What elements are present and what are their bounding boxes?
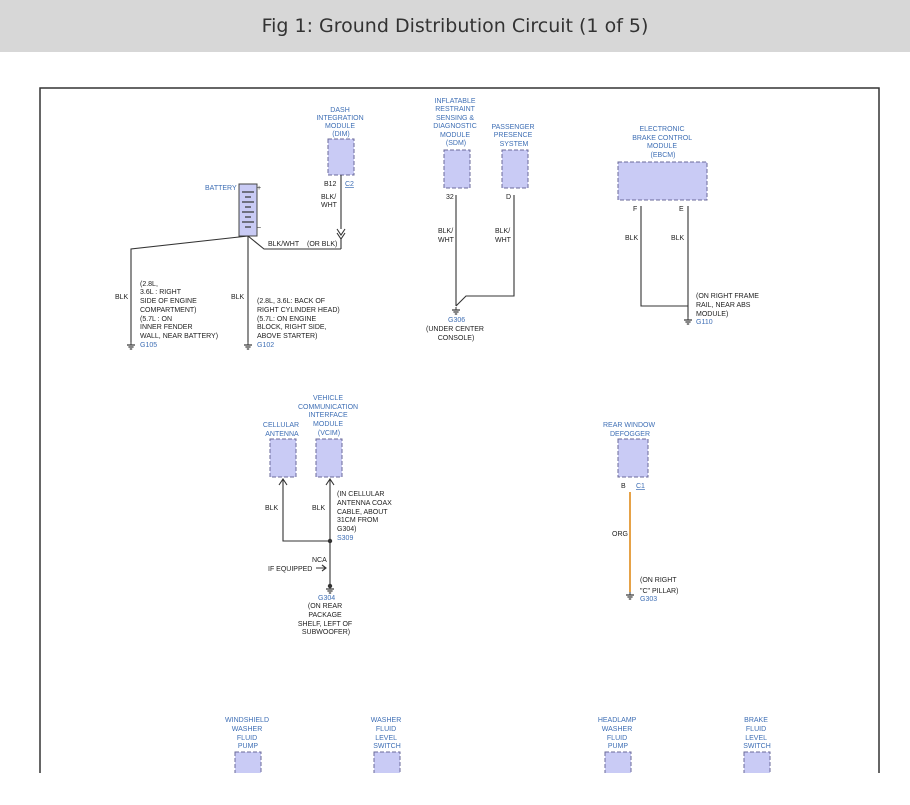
if-equipped-arrow bbox=[316, 564, 327, 572]
svg-text:−: − bbox=[257, 225, 261, 232]
svg-text:+: + bbox=[257, 185, 261, 192]
windshield-washer-pump: WINDSHIELD WASHER FLUID PUMP bbox=[225, 717, 271, 783]
s309-id: S309 bbox=[337, 535, 353, 542]
pps-label: PASSENGER PRESENCE SYSTEM bbox=[491, 124, 536, 148]
sdm-box bbox=[443, 149, 471, 189]
brake-fluid-level-switch: BRAKE FLUID LEVEL SWITCH bbox=[743, 717, 771, 783]
ground-g102: BLK (2.8L, 3.6L: BACK OF RIGHT CYLINDER … bbox=[231, 294, 342, 350]
g105-wire-color: BLK bbox=[115, 294, 129, 301]
g105-id: G105 bbox=[140, 342, 157, 349]
ebcm-pin-f: F bbox=[633, 206, 637, 213]
cellular-wire bbox=[278, 478, 330, 542]
ebcm-module: ELECTRONIC BRAKE CONTROL MODULE (EBCM) F… bbox=[617, 126, 708, 317]
rwd-label: REAR WINDOW DEFOGGER bbox=[603, 422, 657, 438]
g110-id: G110 bbox=[696, 319, 713, 326]
sdm-label: INFLATABLE RESTRAINT SENSING & DIAGNOSTI… bbox=[433, 98, 479, 147]
pps-module: PASSENGER PRESENCE SYSTEM D BLK/ WHT bbox=[455, 124, 536, 307]
rear-window-defogger: REAR WINDOW DEFOGGER B C1 ORG bbox=[603, 422, 657, 592]
washer-fluid-level-switch: WASHER FLUID LEVEL SWITCH bbox=[371, 717, 403, 783]
battery-wire-alt: (OR BLK) bbox=[307, 241, 337, 248]
g303-id: G303 bbox=[640, 596, 657, 603]
diagram-frame bbox=[39, 87, 880, 789]
s309-location: (IN CELLULAR ANTENNA COAX CABLE, ABOUT 3… bbox=[337, 491, 394, 533]
dim-box bbox=[327, 138, 355, 176]
battery: BATTERY + − BLK/WHT (OR BLK) bbox=[130, 183, 341, 342]
g110-location: (ON RIGHT FRAME RAIL, NEAR ABS MODULE) bbox=[696, 293, 761, 318]
dim-wire bbox=[336, 175, 346, 249]
svg-text:WINDSHIELD WASHER: WINDSHIELD WASHER FLUID PUMP bbox=[225, 717, 271, 750]
cellular-box bbox=[269, 438, 297, 478]
pps-box bbox=[501, 149, 529, 189]
vcim-wire-color: BLK bbox=[312, 505, 326, 512]
g102-wire-color: BLK bbox=[231, 294, 245, 301]
vcim-box bbox=[315, 438, 343, 478]
cellular-label: CELLULAR ANTENNA bbox=[263, 422, 301, 438]
sdm-wire-color: BLK/ WHT bbox=[438, 228, 455, 244]
ground-g105: BLK (2.8L, 3.6L : RIGHT SIDE OF ENGINE C… bbox=[115, 281, 218, 350]
s309-splice bbox=[327, 538, 333, 544]
pps-wire-color: BLK/ WHT bbox=[495, 228, 512, 244]
ebcm-f-wire-color: BLK bbox=[625, 235, 639, 242]
svg-text:HEADLAMP WASHER FL: HEADLAMP WASHER FLUID PUMP bbox=[598, 717, 638, 750]
ebcm-box bbox=[617, 161, 708, 201]
figure-header: Fig 1: Ground Distribution Circuit (1 of… bbox=[0, 0, 910, 52]
g304-id: G304 bbox=[318, 595, 335, 602]
rwd-connector: C1 bbox=[636, 483, 645, 490]
nca-label: NCA bbox=[312, 557, 327, 564]
battery-wire-color: BLK/WHT bbox=[268, 241, 300, 248]
ground-g303: (ON RIGHT "C" PILLAR) G303 bbox=[625, 577, 678, 603]
rwd-pin: B bbox=[621, 483, 626, 490]
vcim-module: VEHICLE COMMUNICATION INTERFACE MODULE (… bbox=[298, 395, 360, 585]
rwd-box bbox=[617, 438, 649, 478]
cellular-wire-color: BLK bbox=[265, 505, 279, 512]
dim-label: DASH INTEGRATION MODULE (DIM) bbox=[316, 107, 365, 138]
vcim-wire bbox=[325, 478, 335, 585]
ground-g306: G306 (UNDER CENTER CONSOLE) bbox=[426, 306, 486, 342]
svg-text:WASHER FLUID LEVEL: WASHER FLUID LEVEL SWITCH bbox=[371, 717, 403, 750]
g306-location: (UNDER CENTER CONSOLE) bbox=[426, 326, 486, 342]
ebcm-e-wire-color: BLK bbox=[671, 235, 685, 242]
ebcm-wires bbox=[640, 206, 689, 317]
nca-note: NCA IF EQUIPPED bbox=[268, 557, 327, 573]
ebcm-pin-e: E bbox=[679, 206, 684, 213]
ebcm-label: ELECTRONIC BRAKE CONTROL MODULE (EBCM) bbox=[632, 126, 694, 159]
figure-title: Fig 1: Ground Distribution Circuit (1 of… bbox=[261, 15, 649, 37]
g102-id: G102 bbox=[257, 342, 274, 349]
crop-mask bbox=[0, 773, 910, 805]
dim-wire-color: BLK/ WHT bbox=[321, 194, 338, 209]
g306-id: G306 bbox=[448, 317, 465, 324]
rwd-wire-color: ORG bbox=[612, 531, 628, 538]
headlamp-washer-pump: HEADLAMP WASHER FLUID PUMP bbox=[598, 717, 638, 783]
ground-g110: (ON RIGHT FRAME RAIL, NEAR ABS MODULE) G… bbox=[683, 293, 761, 326]
g304-location: (ON REAR PACKAGE SHELF, LEFT OF SUBWOOFE… bbox=[298, 603, 354, 636]
battery-label: BATTERY bbox=[205, 185, 237, 192]
svg-text:BRAKE FLUID LEVEL: BRAKE FLUID LEVEL SWITCH bbox=[743, 717, 771, 750]
cellular-antenna: CELLULAR ANTENNA BLK bbox=[263, 422, 330, 542]
vcim-label: VEHICLE COMMUNICATION INTERFACE MODULE (… bbox=[298, 395, 360, 437]
g303-location: (ON RIGHT "C" PILLAR) bbox=[640, 577, 678, 595]
if-equipped-label: IF EQUIPPED bbox=[268, 566, 312, 573]
g102-location: (2.8L, 3.6L: BACK OF RIGHT CYLINDER HEAD… bbox=[257, 298, 342, 340]
pps-pin: D bbox=[506, 194, 511, 201]
dim-pin: B12 bbox=[324, 181, 337, 188]
sdm-pin: 32 bbox=[446, 194, 454, 201]
g105-location: (2.8L, 3.6L : RIGHT SIDE OF ENGINE COMPA… bbox=[140, 281, 218, 340]
dim-connector: C2 bbox=[345, 181, 354, 188]
ground-g304: G304 (ON REAR PACKAGE SHELF, LEFT OF SUB… bbox=[298, 583, 354, 636]
sdm-module: INFLATABLE RESTRAINT SENSING & DIAGNOSTI… bbox=[433, 98, 479, 306]
battery-wires bbox=[130, 235, 341, 342]
dim-module: DASH INTEGRATION MODULE (DIM) B12 C2 BLK… bbox=[316, 107, 365, 249]
splice-s309: (IN CELLULAR ANTENNA COAX CABLE, ABOUT 3… bbox=[337, 491, 394, 542]
pps-wire bbox=[455, 195, 515, 307]
